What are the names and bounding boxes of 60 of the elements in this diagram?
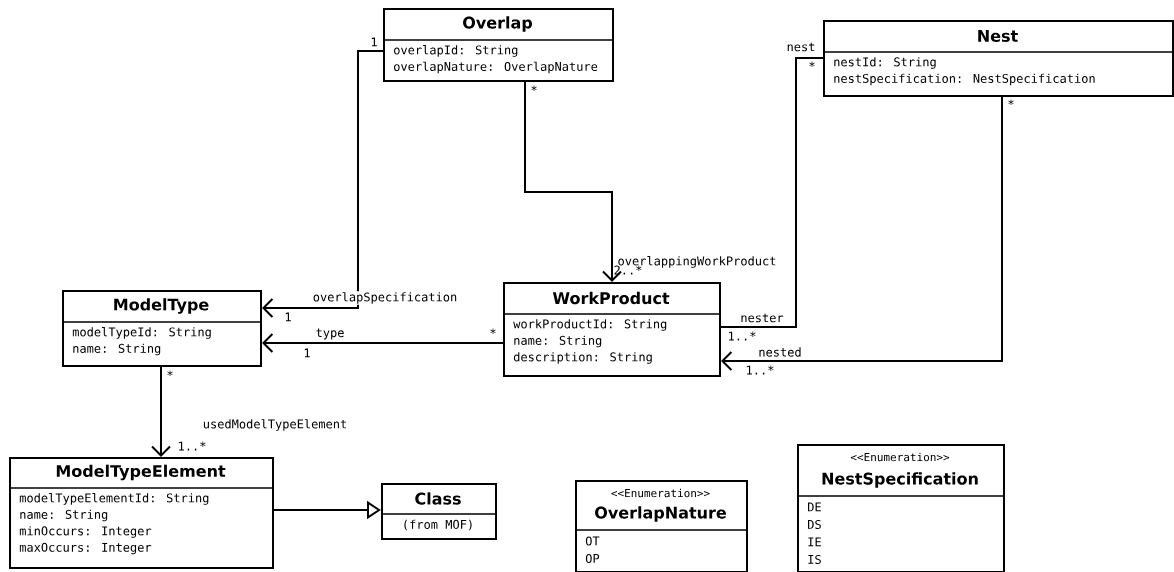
class-name: OverlapNature (595, 506, 726, 522)
multiplicity: * (531, 85, 537, 91)
class-box (380, 483, 497, 540)
association-arrow (262, 333, 504, 353)
role-name: usedModelTypeElement (201, 418, 349, 432)
enumeration-box (574, 480, 748, 572)
enum-literal: IS (808, 554, 821, 565)
enum-literal: DS (808, 519, 821, 530)
multiplicity: * (490, 328, 496, 334)
association-arrow (151, 366, 171, 457)
attribute: name: String (514, 335, 602, 348)
class-box (61, 290, 262, 367)
association-arrow (262, 50, 384, 318)
attribute: overlapNature: OverlapNature (394, 61, 598, 74)
attribute: modelTypeElementId: String (19, 493, 209, 505)
class-box (822, 20, 1174, 97)
multiplicity: * (167, 370, 173, 376)
attribute: name: String (20, 509, 108, 522)
class-name: NestSpecification (822, 472, 978, 488)
association-arrow (721, 96, 1003, 371)
attribute: overlapId: String (394, 45, 518, 57)
class-name: Class (415, 492, 461, 505)
multiplicity: * (1008, 99, 1014, 105)
multiplicity: nest (787, 42, 815, 52)
association-arrow (524, 81, 622, 282)
role-name: type (314, 327, 346, 341)
attribute: description: String (513, 352, 652, 364)
class-box (382, 8, 614, 82)
attribute: nestId: String (834, 57, 936, 69)
attribute: name: String (73, 343, 161, 356)
class-box (8, 457, 274, 569)
attribute: minOccurs: Integer (19, 526, 152, 538)
role-name: nested (757, 346, 803, 358)
class-name: ModelTypeElement (56, 464, 226, 481)
role-name: nester (739, 312, 785, 324)
package-note: (from MOF) (404, 519, 472, 531)
enum-literal: IE (808, 537, 821, 547)
attribute: modelTypeId: String (72, 327, 211, 339)
multiplicity: 1 (371, 37, 377, 47)
attribute: maxOccurs: Integer (19, 542, 152, 555)
multiplicity: * (809, 61, 815, 67)
stereotype-label: <<Enumeration>> (611, 488, 710, 498)
multiplicity: 1..* (729, 331, 756, 341)
multiplicity: 1..* (747, 365, 774, 375)
class-name: ModelType (114, 298, 209, 314)
class-name: Overlap (463, 16, 533, 32)
class-box (502, 282, 721, 377)
enumeration-box (796, 444, 1005, 572)
association-line (720, 57, 824, 328)
class-name: Nest (978, 30, 1018, 42)
multiplicity: 1 (304, 348, 310, 358)
role-name: overlapSpecification (311, 291, 459, 305)
enum-literal: DE (808, 502, 821, 512)
attribute: nestSpecification: NestSpecification (834, 73, 1095, 86)
stereotype-label: <<Enumeration>> (850, 452, 950, 462)
attribute: workProductId: String (513, 319, 667, 331)
class-name: WorkProduct (552, 291, 670, 305)
enum-literal: OP (585, 553, 600, 564)
multiplicity: 1 (285, 312, 291, 322)
enum-literal: OT (585, 536, 600, 546)
